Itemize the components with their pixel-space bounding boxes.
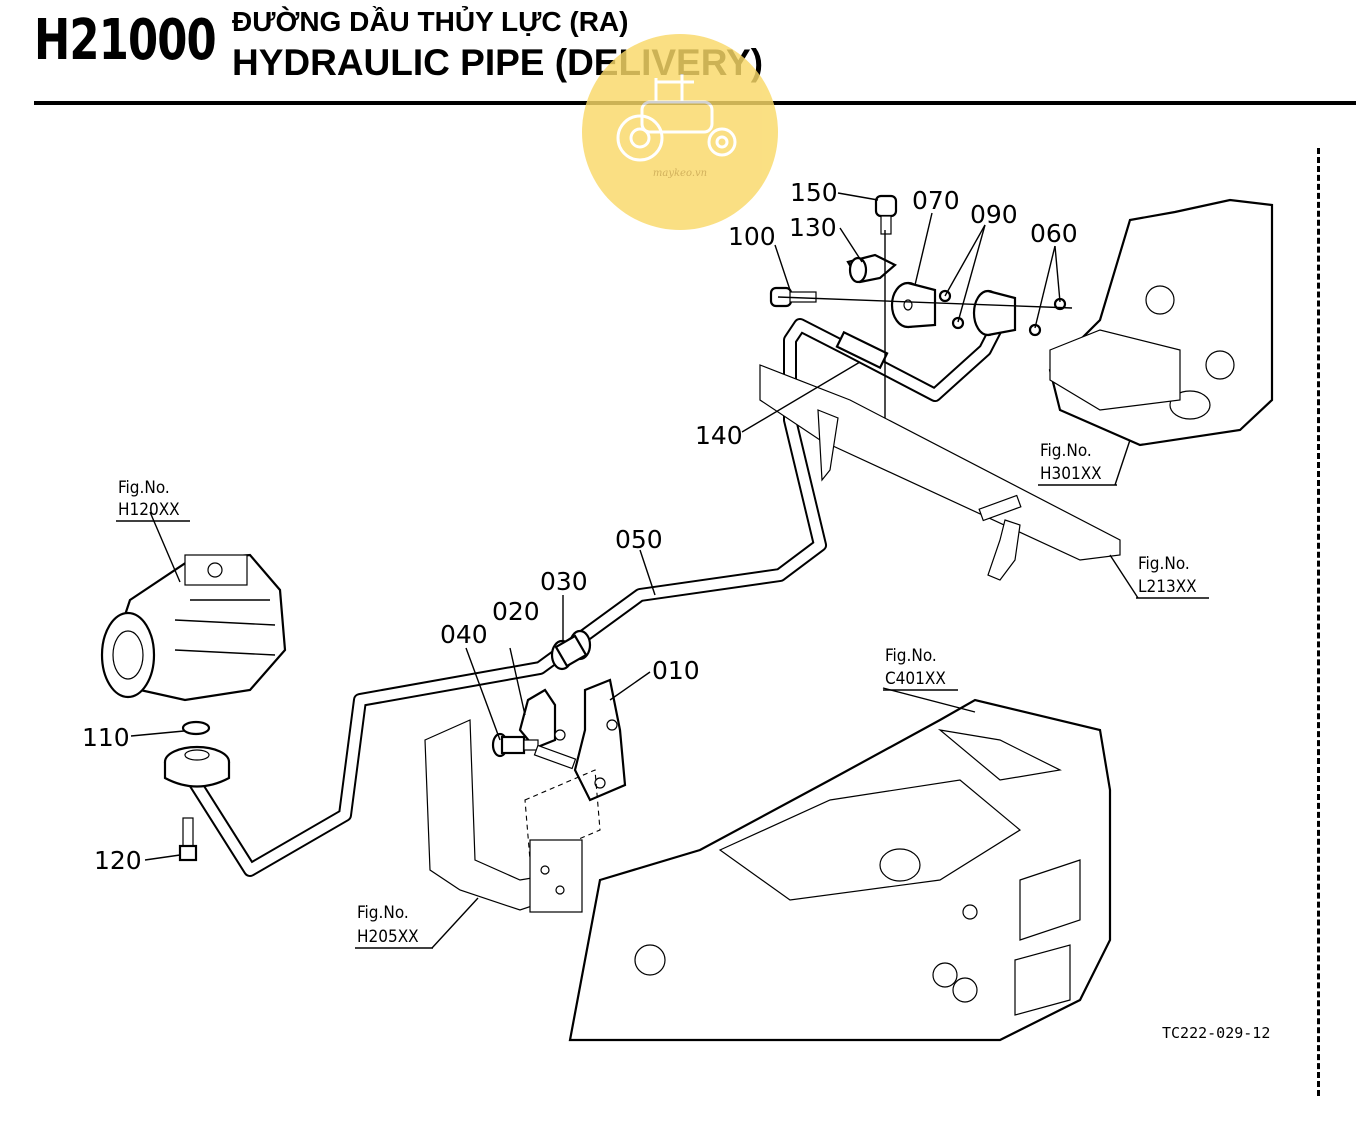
figref-h301-label: Fig.No.: [1040, 441, 1092, 461]
section-code: H21000: [34, 8, 217, 73]
valve-housing: [1048, 198, 1274, 447]
label-140: 140: [695, 421, 743, 450]
frame-bracket: [759, 364, 1121, 581]
pipe-sleeve-140: [835, 330, 889, 370]
hydraulic-pump: [100, 553, 287, 702]
label-070: 070: [912, 186, 960, 215]
clamp-020: [518, 688, 566, 750]
label-150: 150: [790, 178, 838, 207]
transmission-case: [568, 698, 1112, 1042]
leader-lines: [130, 192, 1139, 949]
bolt-150: [874, 194, 898, 235]
title-vietnamese: ĐƯỜNG DẦU THỦY LỰC (RA): [232, 6, 629, 37]
label-120: 120: [94, 846, 142, 875]
label-100: 100: [728, 222, 776, 251]
clamp-130: [846, 253, 897, 284]
figref-h205-code: H205XX: [357, 927, 419, 947]
figref-h120-code: H120XX: [118, 500, 180, 520]
assembly-centerline: [777, 296, 1073, 309]
o-rings-090: [938, 289, 965, 330]
joint-block: [972, 289, 1017, 337]
figref-h120-label: Fig.No.: [118, 478, 170, 498]
label-010: 010: [652, 656, 700, 685]
bracket-010: [573, 678, 627, 802]
label-130: 130: [789, 213, 837, 242]
figref-h301-code: H301XX: [1040, 464, 1102, 484]
drawing-reference: TC222-029-12: [1162, 1024, 1270, 1042]
pump-mount-bracket: [424, 719, 601, 913]
label-110: 110: [82, 723, 130, 752]
label-090: 090: [970, 200, 1018, 229]
pipe-flange: [163, 745, 231, 788]
label-020: 020: [492, 597, 540, 626]
o-rings-060: [1028, 297, 1067, 337]
page-cut-line: [1317, 148, 1320, 1096]
connector-040: [491, 732, 539, 758]
label-050: 050: [615, 525, 663, 554]
tractor-icon: [616, 74, 737, 162]
figref-c401-label: Fig.No.: [885, 646, 937, 666]
watermark-text: maykeo.vn: [652, 168, 708, 179]
figref-l213-code: L213XX: [1138, 577, 1197, 597]
figref-c401-code: C401XX: [885, 669, 946, 689]
label-060: 060: [1030, 219, 1078, 248]
label-040: 040: [440, 620, 488, 649]
hydraulic-pipe-050: [183, 308, 1010, 877]
figref-l213-label: Fig.No.: [1138, 554, 1190, 574]
bolt-bracket: [533, 744, 577, 770]
watermark-logo: maykeo.vn: [582, 34, 778, 230]
grommet-030: [550, 629, 592, 671]
label-030: 030: [540, 567, 588, 596]
bolt-120: [178, 817, 198, 862]
o-ring-110: [181, 720, 211, 736]
joint-070: [890, 281, 937, 329]
figref-h205-label: Fig.No.: [357, 903, 409, 923]
